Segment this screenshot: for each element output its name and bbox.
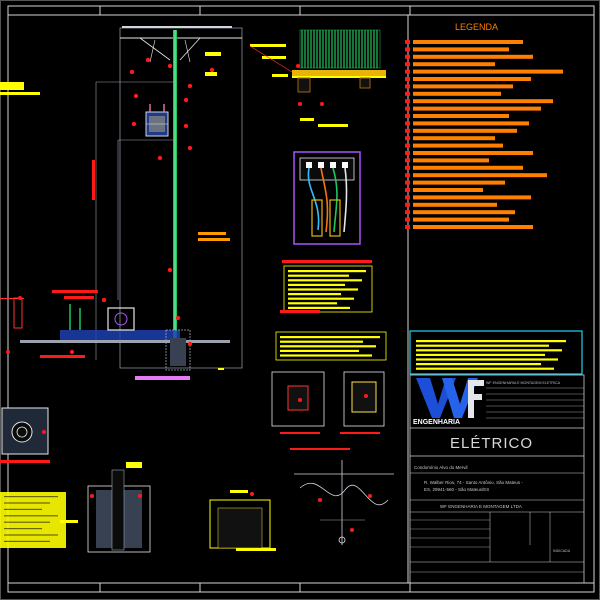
note-line	[416, 349, 562, 352]
legend-item	[405, 128, 517, 133]
legend-item	[405, 165, 523, 170]
company-header: WF ENGENHARIA E MONTAGEM ELETRICA	[486, 381, 561, 385]
legend-item	[405, 151, 533, 155]
meter-connection-detail	[293, 151, 361, 245]
note-line	[288, 306, 350, 309]
logo-wordmark: ENGENHARIA	[413, 419, 460, 426]
legend-title: LEGENDA	[455, 22, 498, 32]
title-block: ENGENHARIA WF ENGENHARIA E MONTAGEM ELET…	[409, 374, 585, 584]
legend-item	[405, 180, 505, 185]
note-line	[280, 336, 380, 339]
legend-item	[405, 217, 509, 222]
legend-item	[405, 210, 515, 215]
foundation-details	[0, 371, 394, 553]
note-line	[416, 367, 554, 370]
contractor-name: WF ENGENHARIA E MONTAGEM LTDA	[440, 504, 522, 509]
left-callouts	[0, 82, 40, 354]
legend-item	[405, 91, 501, 96]
note-blocks	[275, 260, 387, 361]
legend-item	[405, 106, 541, 111]
note-line	[288, 274, 349, 277]
note-line	[280, 340, 363, 343]
legend-item	[405, 99, 553, 104]
busbar-detail	[249, 29, 386, 127]
note-line	[416, 344, 549, 347]
legend-item	[405, 40, 523, 44]
address-line-1: R. Walber Rios, 74 - Santo Antônio, São …	[424, 480, 523, 485]
note-line	[288, 297, 354, 300]
note-line	[280, 349, 359, 352]
legend-item	[405, 69, 563, 74]
company-logo: ENGENHARIA	[413, 378, 484, 426]
legend-item	[405, 121, 529, 126]
legend-item	[405, 225, 533, 229]
legend-item	[405, 47, 509, 52]
legend-item	[405, 188, 483, 192]
note-line	[280, 345, 376, 348]
scale-label: INDICADA	[553, 549, 571, 553]
legend-item	[405, 62, 495, 67]
discipline-title: ELÉTRICO	[450, 435, 533, 452]
note-line	[288, 283, 345, 286]
legend-item	[405, 202, 497, 207]
notes-highlight-box	[409, 330, 583, 375]
legend-item	[405, 77, 531, 81]
project-name: Condomínio Alvo do Mervil	[414, 465, 468, 470]
note-line	[288, 288, 358, 291]
note-line	[288, 293, 341, 296]
legend-item	[405, 136, 495, 141]
legend-item	[405, 158, 489, 163]
note-line	[288, 302, 337, 305]
legend-item	[405, 54, 533, 59]
legend-item	[405, 114, 509, 118]
legend-item	[405, 143, 503, 148]
address-line-2: ES, 29941-560 - São Mateus/ES	[424, 487, 489, 492]
note-line	[288, 270, 366, 273]
note-line	[280, 354, 372, 357]
note-line	[416, 353, 545, 356]
legend-item	[405, 195, 531, 200]
legend-panel: LEGENDA	[405, 22, 563, 229]
pole-transformer-detail	[20, 26, 243, 380]
note-line	[416, 340, 566, 343]
note-line	[416, 363, 541, 366]
legend-item	[405, 173, 547, 178]
legend-item	[405, 84, 513, 89]
note-line	[416, 358, 558, 361]
note-line	[288, 279, 362, 282]
